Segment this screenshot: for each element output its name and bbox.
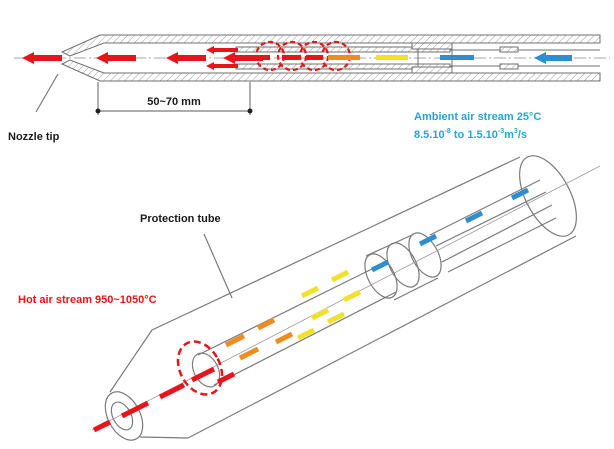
cold-flow-3d: [370, 187, 530, 273]
hot-dash: [92, 419, 112, 433]
fitting-ring: [364, 253, 398, 299]
hot-dash: [282, 55, 300, 60]
support-bar-3d: [429, 179, 541, 236]
hot-dash: [158, 382, 186, 400]
ambient-air-label: Ambient air stream 25°C: [414, 111, 541, 123]
flow-rate-part: /s: [518, 129, 527, 141]
hot-dash: [252, 55, 270, 60]
tube-far-end: [519, 155, 577, 237]
yellow-dash: [342, 289, 362, 303]
inner-tube: [197, 264, 381, 356]
hot-dash: [216, 371, 236, 385]
hot-arrow: [206, 62, 238, 70]
outer-wall-top: [60, 34, 601, 57]
hot-dash: [120, 400, 150, 419]
protection-tube-leader: [203, 233, 233, 299]
flow-arrows: [22, 46, 572, 70]
cold-arrow: [534, 52, 572, 64]
yellow-dash: [300, 285, 320, 299]
flow-rate-part: 8.5.10: [414, 129, 445, 141]
cold-dash: [510, 187, 530, 201]
cross-section-view: 50~70 mm Nozzle tip: [8, 34, 610, 143]
warm-dash: [238, 346, 260, 361]
hot-arrow: [206, 46, 238, 54]
hot-swirl-3d: [176, 340, 224, 396]
hot-air-label: Hot air stream 950~1050°C: [18, 294, 157, 306]
fitting-bottom: [411, 66, 453, 74]
fitting-top: [411, 42, 453, 50]
support-bar-3d: [435, 191, 547, 247]
bar-end: [499, 46, 519, 53]
yellow-flow-3d: [296, 269, 362, 341]
cold-dash: [418, 233, 438, 247]
hot-flow-3d: [92, 366, 236, 433]
dimension-label: 50~70 mm: [147, 96, 201, 108]
fitting-ring: [408, 232, 442, 278]
protection-tube-label: Protection tube: [140, 213, 221, 225]
flow-rate-part: to 1.5.10: [451, 129, 498, 141]
yellow-dash: [296, 327, 316, 341]
hot-arrow: [96, 52, 136, 64]
tube-outline: [187, 235, 577, 439]
cold-dash: [440, 55, 474, 60]
perspective-view: Protection tube: [91, 155, 601, 441]
ambient-flow-rate: 8.5.10-8 to 1.5.10-3m3/s: [414, 128, 527, 141]
inner-tube: [213, 291, 397, 386]
yellow-dash: [326, 311, 346, 325]
yellow-dash: [330, 269, 350, 283]
hot-dash: [190, 366, 216, 383]
hot-dash: [306, 55, 322, 60]
outer-wall-bottom: [60, 59, 601, 82]
warm-dash: [274, 331, 294, 345]
nozzle-tip-label: Nozzle tip: [8, 131, 60, 143]
hot-arrow: [166, 52, 206, 64]
nozzle-cone: [109, 329, 189, 439]
warm-dash: [328, 55, 360, 60]
yellow-dash: [376, 55, 408, 60]
swirl-ring: [176, 340, 224, 396]
bar-end: [499, 63, 519, 70]
flow-rate-exp: 3: [514, 128, 518, 135]
flow-rate-exp: -3: [498, 128, 504, 135]
cold-dash: [464, 210, 484, 224]
fitting-edge: [393, 277, 439, 301]
warm-dash: [224, 333, 246, 348]
support-bar-3d: [447, 217, 557, 273]
warm-flow-3d: [224, 317, 294, 361]
hot-arrow: [22, 52, 62, 64]
warm-dash: [256, 317, 276, 331]
dimension-dot: [95, 108, 101, 114]
support-bar-3d: [441, 204, 553, 263]
tube-outline: [151, 156, 521, 331]
fitting-ring: [386, 242, 420, 288]
dimension-marker: 50~70 mm: [95, 82, 253, 115]
nozzle-tip-leader: [35, 73, 59, 113]
flow-rate-exp: -8: [445, 128, 451, 135]
dimension-dot: [247, 108, 253, 114]
flow-rate-part: m: [504, 129, 514, 141]
yellow-dash: [310, 307, 330, 321]
cold-dash: [370, 259, 390, 273]
